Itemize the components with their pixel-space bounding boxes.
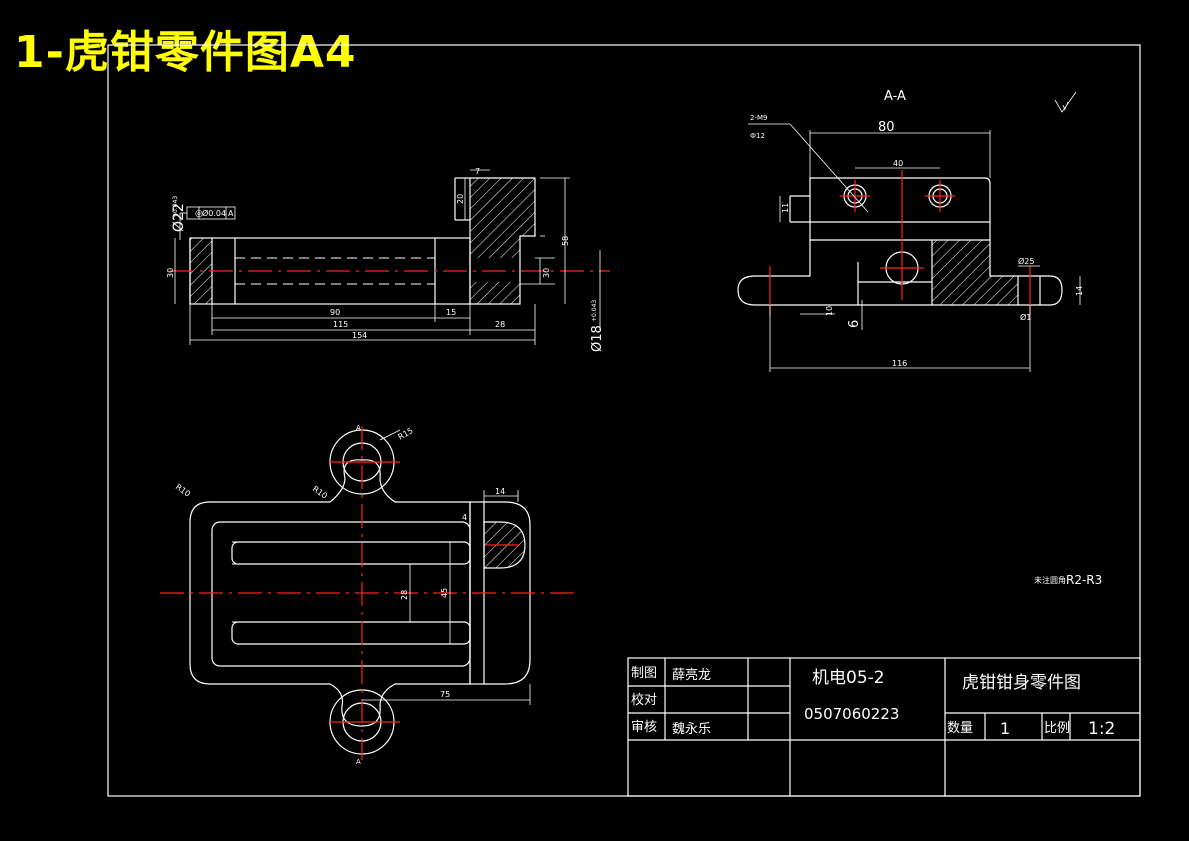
dim-15: 15 — [446, 308, 456, 317]
dim-30-left: 30 — [166, 268, 175, 278]
dim-58: 58 — [561, 236, 570, 246]
dim-20: 20 — [456, 194, 465, 204]
front-view — [170, 169, 610, 345]
tb-approved-name: 魏永乐 — [672, 722, 711, 737]
dim-28: 28 — [495, 320, 505, 329]
tb-scale-label: 比例 — [1044, 721, 1070, 736]
dim-115: 115 — [333, 320, 348, 329]
roughness-symbol: √ — [1062, 102, 1069, 113]
tb-class-code: 机电05-2 — [812, 668, 885, 688]
tech-note-prefix: 未注圆角 — [1034, 575, 1066, 585]
dim-116: 116 — [892, 359, 907, 368]
dim-90: 90 — [330, 308, 340, 317]
dim-14: 14 — [1075, 286, 1084, 296]
top-view-labels: A A R15 R10 R10 14 4 28 45 75 — [174, 424, 505, 766]
dim-r10-b: R10 — [311, 484, 329, 500]
dim-6: 6 — [847, 320, 862, 328]
dim-dia22-tol: +0.043 — [172, 196, 179, 218]
top-dim-14: 14 — [495, 487, 505, 496]
tolerance-value: Ø0.04 — [202, 208, 226, 218]
title-block-text: 制图 薛亮龙 校对 审核 魏永乐 机电05-2 0507060223 虎钳钳身零… — [631, 666, 1115, 739]
top-dim-75: 75 — [440, 690, 450, 699]
dim-7: 7 — [475, 167, 480, 176]
title-block — [627, 657, 1141, 797]
tb-qty-value: 1 — [1000, 719, 1010, 738]
dim-dia1: Ø1 — [1020, 312, 1031, 322]
dim-dia22: Ø22 — [171, 203, 187, 232]
section-labels: 2-M9 Ф12 80 40 11 Ø25 14 10 6 Ø1 116 √ — [750, 102, 1084, 368]
tb-qty-label: 数量 — [947, 721, 973, 736]
dim-r15: R15 — [397, 426, 415, 442]
dim-30-right: 30 — [542, 268, 551, 278]
section-mark-top: A — [356, 424, 361, 432]
sheet-border — [107, 44, 1141, 797]
dim-25: Ø25 — [1018, 256, 1034, 266]
concentricity-symbol: ◎ — [195, 209, 203, 219]
dim-154: 154 — [352, 331, 367, 340]
tech-note-value: R2-R3 — [1066, 573, 1102, 587]
dim-dia18: Ø18 — [590, 325, 605, 352]
dim-80: 80 — [878, 120, 895, 135]
dim-10: 10 — [825, 306, 834, 316]
dim-11: 11 — [781, 203, 790, 213]
roughness-mark — [1054, 91, 1077, 113]
dim-dia18-tol: +0.043 — [591, 300, 598, 322]
tb-part-name: 虎钳钳身零件图 — [962, 673, 1081, 693]
dim-40: 40 — [893, 159, 903, 168]
top-dim-45: 45 — [440, 588, 449, 598]
tb-scale-value: 1:2 — [1088, 719, 1115, 739]
drawing-title: 1-虎钳零件图A4 — [14, 27, 357, 78]
thread-note: 2-M9 — [750, 114, 767, 122]
tb-checked-label: 校对 — [631, 692, 657, 708]
tb-drawn-name: 薛亮龙 — [672, 667, 711, 683]
hole-note: Ф12 — [750, 132, 765, 140]
top-dim-4: 4 — [462, 513, 467, 522]
section-a-a-view: A-A — [737, 89, 1081, 372]
top-view — [160, 426, 575, 760]
tb-approved-label: 审核 — [631, 720, 657, 735]
tb-student-id: 0507060223 — [804, 705, 899, 723]
top-dim-28: 28 — [400, 590, 409, 600]
tolerance-datum: A — [228, 209, 234, 218]
tb-drawn-label: 制图 — [631, 666, 657, 681]
dim-r10-a: R10 — [174, 482, 192, 498]
section-label: A-A — [884, 89, 906, 104]
front-view-labels: ◎ Ø0.04 A 90 15 115 28 154 7 20 30 30 58… — [166, 167, 605, 352]
section-mark-bottom: A — [356, 758, 361, 766]
